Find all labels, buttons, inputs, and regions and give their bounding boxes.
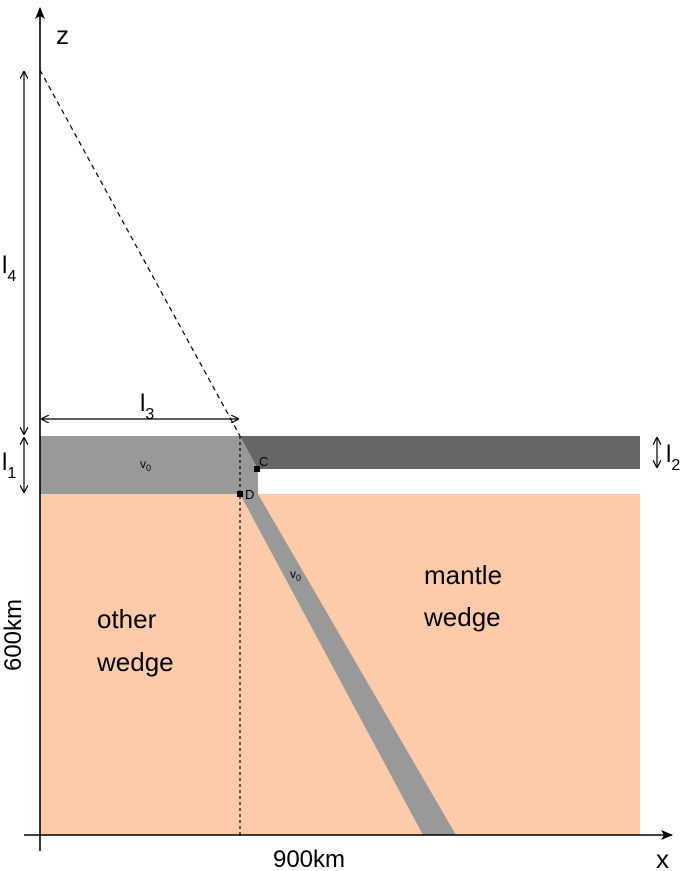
x-axis-label: x xyxy=(656,844,669,871)
subducting-plate xyxy=(40,436,240,494)
z-extent-label: 600km xyxy=(0,599,27,671)
slab-velocity-label: v0 xyxy=(290,567,301,583)
x-extent-label: 900km xyxy=(273,846,345,871)
l4-label: l4 xyxy=(2,252,16,285)
z-axis-label: z xyxy=(56,20,69,50)
l2-label: l2 xyxy=(666,441,680,474)
plate-velocity-label: v0 xyxy=(140,457,151,473)
slab-upper-corner xyxy=(240,436,258,469)
overriding-plate xyxy=(240,436,640,469)
point-d-label: D xyxy=(245,487,254,502)
mantle-wedge-label: mantle wedge xyxy=(423,560,509,632)
point-c-label: C xyxy=(259,454,268,469)
point-c-marker xyxy=(254,466,260,472)
point-d-marker xyxy=(237,491,243,497)
l1-label: l1 xyxy=(2,449,16,482)
pole-line xyxy=(39,69,241,437)
other-wedge-label: other wedge xyxy=(96,604,174,677)
l3-label: l3 xyxy=(140,390,154,423)
